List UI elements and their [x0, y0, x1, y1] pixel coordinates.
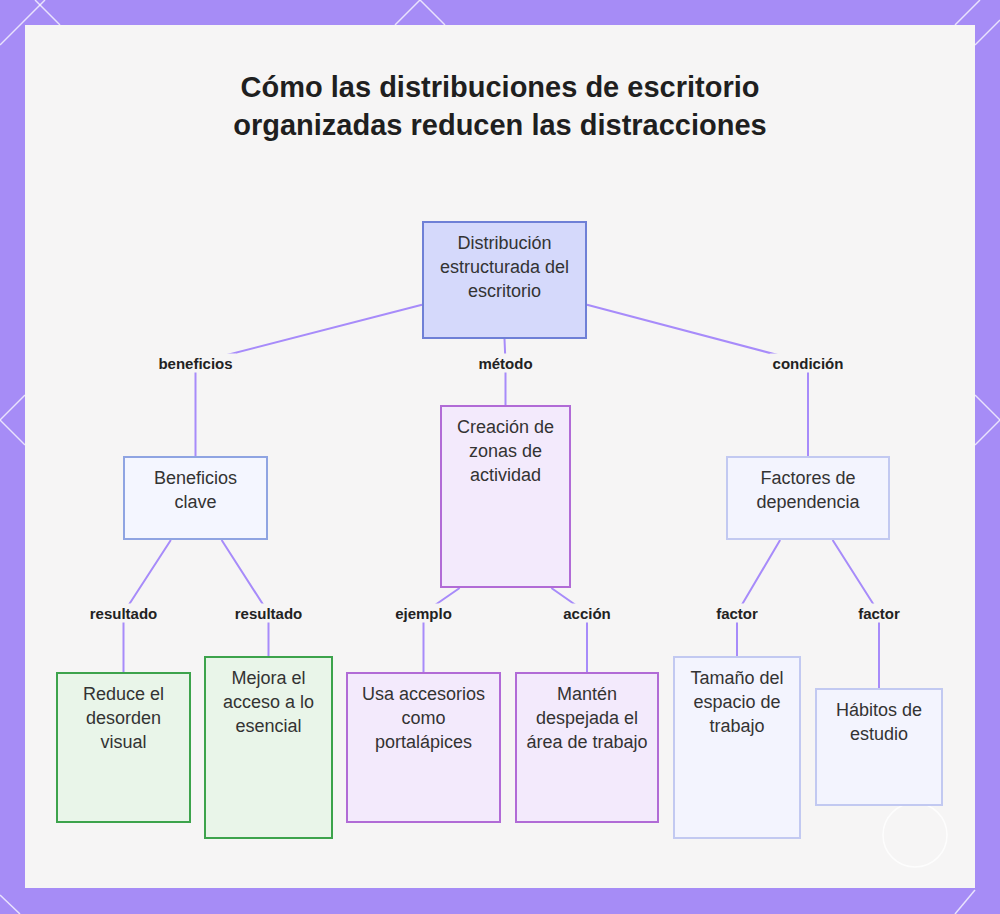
node-label: Mejora el acceso a lo esencial	[206, 658, 331, 746]
category-box: Factores de dependencia	[726, 456, 890, 540]
connector-line	[196, 305, 423, 456]
category-box: Creación de zonas de actividad	[440, 405, 571, 588]
connector-line	[424, 588, 460, 672]
node-label: Tamaño del espacio de trabajo	[675, 658, 799, 746]
edge-label: acción	[560, 604, 614, 623]
edge-label: factor	[855, 604, 903, 623]
action-box: Mantén despejada el área de trabajo	[515, 672, 659, 823]
node-label: Distribución estructurada del escritorio	[424, 223, 585, 311]
connector-line	[222, 540, 269, 656]
edge-label: resultado	[232, 604, 306, 623]
node-label: Creación de zonas de actividad	[442, 407, 569, 495]
connector-line	[551, 588, 587, 672]
edge-label: factor	[713, 604, 761, 623]
node-label: Reduce el desorden visual	[58, 674, 189, 762]
edge-label: beneficios	[155, 354, 235, 373]
node-label: Factores de dependencia	[728, 458, 888, 522]
edge-label: resultado	[87, 604, 161, 623]
edge-label: método	[475, 354, 535, 373]
connector-line	[587, 305, 808, 456]
result-box: Mejora el acceso a lo esencial	[204, 656, 333, 839]
connector-line	[737, 540, 780, 656]
factor-box: Tamaño del espacio de trabajo	[673, 656, 801, 839]
node-label: Hábitos de estudio	[817, 690, 941, 754]
factor-box: Hábitos de estudio	[815, 688, 943, 806]
node-label: Mantén despejada el área de trabajo	[517, 674, 657, 762]
category-box: Beneficios clave	[123, 456, 268, 540]
result-box: Reduce el desorden visual	[56, 672, 191, 823]
edge-label: ejemplo	[392, 604, 455, 623]
edge-label: condición	[770, 354, 847, 373]
node-label: Usa accesorios como portalápices	[348, 674, 499, 762]
action-box: Usa accesorios como portalápices	[346, 672, 501, 823]
diagram-title: Cómo las distribuciones de escritorio or…	[200, 68, 800, 144]
root-box: Distribución estructurada del escritorio	[422, 221, 587, 339]
node-label: Beneficios clave	[125, 458, 266, 522]
